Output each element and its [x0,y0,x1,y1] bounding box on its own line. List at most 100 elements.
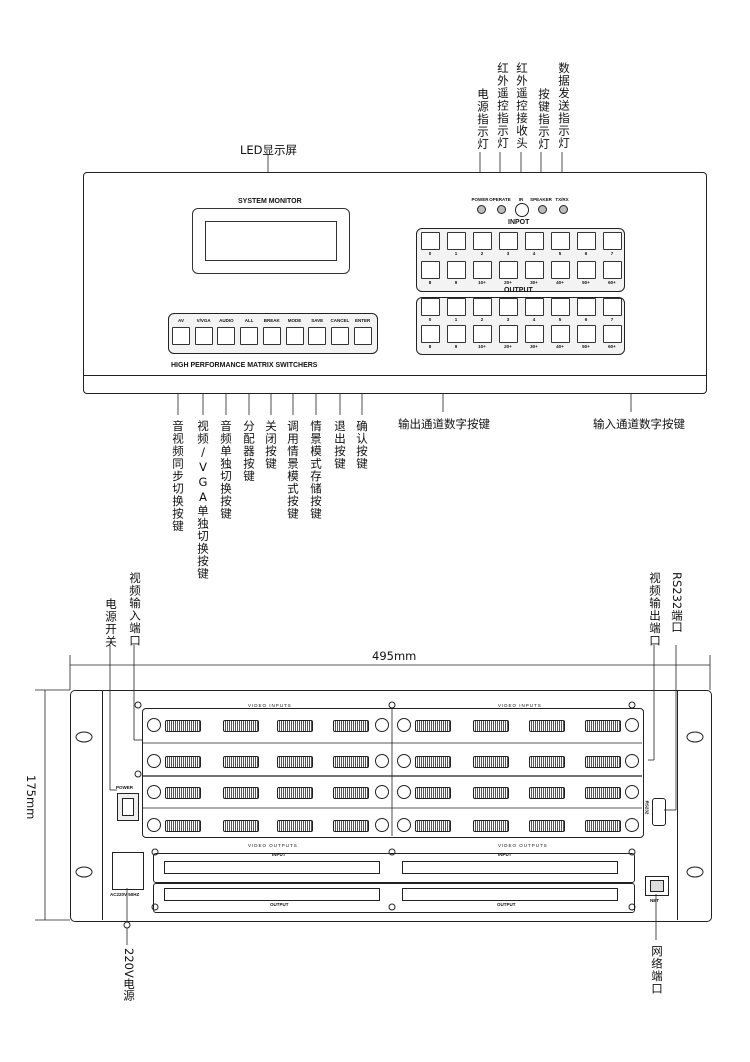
dvi-port[interactable] [415,756,451,768]
output-key-label: 50+ [582,344,590,349]
dvi-port[interactable] [585,820,621,832]
output-key-6[interactable] [577,298,596,316]
thumbscrew [375,818,389,832]
output-key-3[interactable] [499,298,518,316]
button-callout: 调用情景模式按键 [286,420,300,520]
output-key-1[interactable] [447,298,466,316]
dvi-port[interactable] [277,720,313,732]
dvi-port[interactable] [473,787,509,799]
input-key-30+[interactable] [525,261,544,279]
button-callout: 音视频同步切换按键 [171,420,185,533]
dvi-port[interactable] [585,720,621,732]
output-key-0[interactable] [421,298,440,316]
indicator-label: SPEAKER [530,197,552,202]
input-key-50+[interactable] [577,261,596,279]
input-key-1[interactable] [447,232,466,250]
dvi-port[interactable] [277,820,313,832]
thumbscrew [625,718,639,732]
function-key-v-vga[interactable] [194,327,213,345]
output-key-20+[interactable] [499,325,518,343]
dvi-port[interactable] [529,820,565,832]
output-key-2[interactable] [473,298,492,316]
function-key-audio[interactable] [217,327,236,345]
dvi-port[interactable] [333,720,369,732]
output-key-4[interactable] [525,298,544,316]
dvi-port[interactable] [277,756,313,768]
input-key-label: 1 [454,251,458,256]
input-key-5[interactable] [551,232,570,250]
output-key-label: 2 [480,317,484,322]
thumbscrew [397,785,411,799]
function-key-av[interactable] [172,327,190,345]
indicator-label: IR [518,197,524,202]
input-key-label: 8 [428,280,432,285]
input-key-8[interactable] [421,261,440,279]
dvi-port[interactable] [277,787,313,799]
input-key-label: 3 [506,251,510,256]
output-key-8[interactable] [421,325,440,343]
dvi-port[interactable] [223,820,259,832]
input-key-60+[interactable] [603,261,622,279]
input-key-label: 5 [558,251,562,256]
input-key-9[interactable] [447,261,466,279]
input-key-2[interactable] [473,232,492,250]
output-key-label: 9 [454,344,458,349]
function-key-break[interactable] [262,327,281,345]
function-key-enter[interactable] [353,327,372,345]
function-key-all[interactable] [240,327,259,345]
input-key-label: 60+ [608,280,616,285]
dvi-port[interactable] [223,787,259,799]
dvi-port[interactable] [333,787,369,799]
dvi-port[interactable] [529,756,565,768]
input-key-6[interactable] [577,232,596,250]
input-key-4[interactable] [525,232,544,250]
function-key-mode[interactable] [285,327,304,345]
dvi-port[interactable] [585,787,621,799]
input-key-10+[interactable] [473,261,492,279]
output-key-9[interactable] [447,325,466,343]
output-key-7[interactable] [603,298,622,316]
dvi-port[interactable] [165,820,201,832]
output-key-60+[interactable] [603,325,622,343]
output-key-label: 4 [532,317,536,322]
input-key-3[interactable] [499,232,518,250]
dvi-port[interactable] [415,720,451,732]
input-key-20+[interactable] [499,261,518,279]
dvi-port[interactable] [333,820,369,832]
ac-power-label: 220V电源 [122,948,136,1001]
rs232-port[interactable] [652,798,666,826]
dvi-port[interactable] [223,720,259,732]
dvi-port[interactable] [165,720,201,732]
dvi-port[interactable] [529,720,565,732]
dvi-port[interactable] [473,820,509,832]
front-panel-divider [83,375,706,376]
button-callout: 情景模式存储按键 [309,420,323,520]
output-key-30+[interactable] [525,325,544,343]
dvi-port[interactable] [529,787,565,799]
output-key-40+[interactable] [551,325,570,343]
dvi-port[interactable] [165,787,201,799]
power-switch[interactable] [117,793,139,821]
dvi-port[interactable] [473,756,509,768]
button-callout: 确认按键 [355,420,369,470]
dvi-port[interactable] [165,756,201,768]
network-port[interactable] [645,876,669,896]
input-key-7[interactable] [603,232,622,250]
input-text-right: INPUT [498,852,512,857]
rack-ear-hole [686,731,704,743]
input-title: INPOT [508,219,530,226]
dvi-port[interactable] [223,756,259,768]
function-key-save[interactable] [308,327,327,345]
dvi-port[interactable] [585,756,621,768]
input-key-0[interactable] [421,232,440,250]
output-key-50+[interactable] [577,325,596,343]
dvi-port[interactable] [415,820,451,832]
output-key-10+[interactable] [473,325,492,343]
function-key-cancel[interactable] [330,327,349,345]
output-key-label: 6 [584,317,588,322]
output-key-5[interactable] [551,298,570,316]
dvi-port[interactable] [415,787,451,799]
input-key-40+[interactable] [551,261,570,279]
dvi-port[interactable] [473,720,509,732]
dvi-port[interactable] [333,756,369,768]
